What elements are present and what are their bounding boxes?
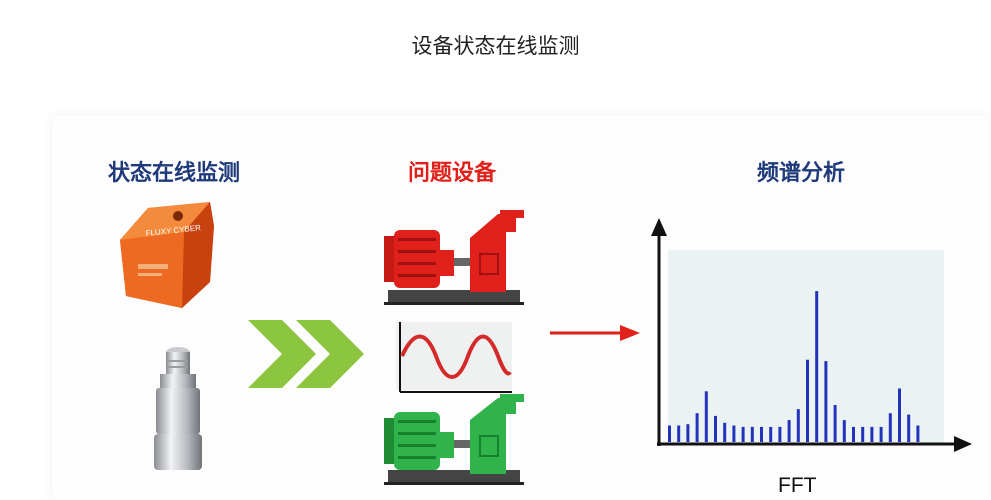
spectrum-bar [787,420,791,442]
spectrum-bar [833,405,837,442]
spectrum-bar [732,425,736,442]
spectrum-bar [824,361,828,442]
spectrum-bar [916,425,920,442]
spectrum-bar [888,413,892,442]
x-axis-arrow-icon [954,436,972,452]
red-arrow-icon [550,325,640,341]
page-title: 设备状态在线监测 [411,34,580,58]
spectrum-bar [870,426,874,442]
spectrum-bar [686,424,690,442]
spectrum-bar [796,409,800,442]
spectrum-bar [677,425,681,442]
spectrum-bars [668,291,920,442]
spectrum-bar [907,414,911,442]
heading-spectrum-analysis: 频谱分析 [757,161,846,186]
spectrum-bar [852,426,855,442]
spectrum-bar [723,422,727,442]
spectrum-bar [815,291,819,442]
spectrum-bar [806,359,809,442]
heading-monitoring: 状态在线监测 [108,161,241,186]
spectrum-bar [750,426,754,442]
heading-problem-equipment: 问题设备 [408,161,497,186]
vibration-wave-icon [396,322,512,393]
spectrum-bar [898,388,901,442]
spectrum-bar [842,420,846,442]
wireless-sensor-icon: FLUXY CYBER [120,202,214,308]
y-axis-arrow-icon [651,218,667,236]
green-pump-icon [384,394,524,485]
spectrum-bar [879,426,883,442]
spectrum-bar [695,413,699,442]
spectrum-bar [861,426,865,442]
fft-spectrum-chart [651,218,972,452]
accelerometer-sensor-icon [154,347,202,470]
spectrum-bar [714,415,717,442]
chevron-arrow-icon [248,320,364,388]
spectrum-bar [760,426,763,442]
spectrum-bar [741,426,745,442]
spectrum-bar [668,425,671,442]
fft-label: FFT [778,474,817,497]
red-pump-icon [384,210,524,305]
spectrum-bar [704,391,708,442]
spectrum-bar [769,426,773,442]
spectrum-bar [778,426,782,442]
